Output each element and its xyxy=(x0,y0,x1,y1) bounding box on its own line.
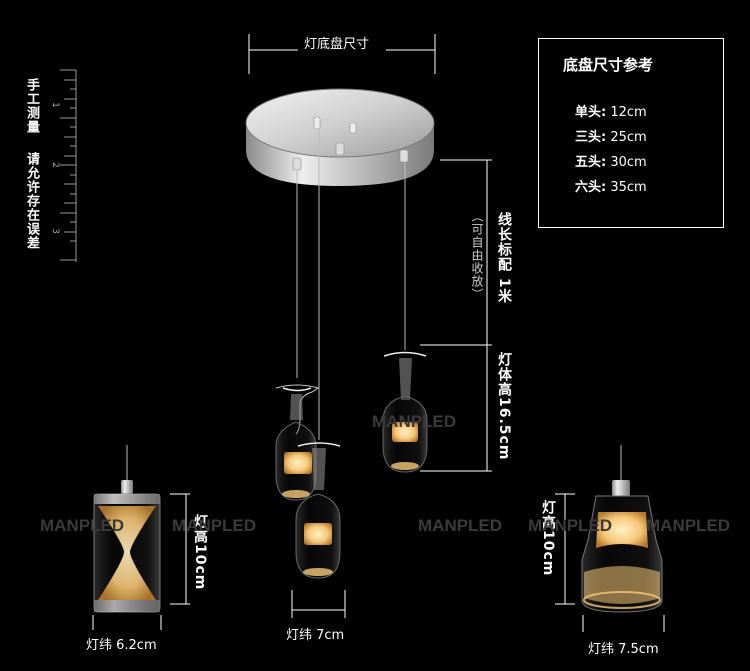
reference-row-label: 六头: xyxy=(575,180,607,195)
cup-lamp xyxy=(581,445,663,613)
center-lamp-width-label: 灯纬 7cm xyxy=(286,628,345,643)
right-lamp-height-label: 灯高10cm xyxy=(540,500,556,577)
base-dimension-line xyxy=(248,34,436,74)
reference-row: 五头: 30cm xyxy=(575,151,647,170)
reference-row: 单头: 12cm xyxy=(575,101,647,120)
ruler-tick-2: 2 xyxy=(49,162,60,168)
ruler-tick-1: 1 xyxy=(49,102,60,108)
hourglass-lamp xyxy=(93,445,161,613)
ruler-tick-3: 3 xyxy=(49,228,60,234)
reference-row-label: 五头: xyxy=(575,155,607,170)
wire-length-label: 线长标配 1米 xyxy=(496,212,512,304)
watermark: MANPLED xyxy=(418,516,503,535)
right-lamp-dimensions xyxy=(555,493,665,632)
watermark: MANPLED xyxy=(528,516,613,535)
suspension-wires xyxy=(296,128,406,440)
reference-row-value: 25cm xyxy=(610,130,647,145)
glass-shade-left xyxy=(275,384,320,501)
measuring-ruler xyxy=(60,69,77,262)
reference-row-value: 35cm xyxy=(610,180,647,195)
reference-title: 底盘尺寸参考 xyxy=(563,56,654,74)
center-lamp-dimensions xyxy=(291,590,346,618)
watermark: MANPLED xyxy=(646,516,731,535)
ceiling-plate xyxy=(245,88,435,186)
watermark: MANPLED xyxy=(40,516,125,535)
left-lamp-height-label: 灯高10cm xyxy=(192,514,208,591)
base-size-label: 灯底盘尺寸 xyxy=(304,37,370,52)
lamp-body-height-label: 灯体高16.5cm xyxy=(496,352,512,461)
manual-measure-note: 手工测量 xyxy=(24,78,39,134)
right-lamp-width-label: 灯纬 7.5cm xyxy=(588,642,659,657)
reference-row-value: 12cm xyxy=(610,105,647,120)
glass-shade-center xyxy=(295,442,341,579)
base-size-reference-box: 底盘尺寸参考 单头: 12cm 三头: 25cm 五头: 30cm 六头: 35… xyxy=(538,38,724,228)
watermark: MANPLED xyxy=(372,412,457,431)
reference-row: 三头: 25cm xyxy=(575,126,647,145)
left-lamp-width-label: 灯纬 6.2cm xyxy=(86,638,157,653)
glass-shade-right xyxy=(382,351,428,473)
wire-adjustable-note: （可自由收放） xyxy=(470,210,484,301)
watermark: MANPLED xyxy=(172,516,257,535)
height-dimension-lines xyxy=(420,159,492,472)
reference-row-label: 三头: xyxy=(575,130,607,145)
reference-row: 六头: 35cm xyxy=(575,176,647,195)
tolerance-note: 请允许存在误差 xyxy=(24,152,39,250)
reference-row-value: 30cm xyxy=(610,155,647,170)
reference-row-label: 单头: xyxy=(575,105,607,120)
left-lamp-dimensions xyxy=(92,493,190,630)
